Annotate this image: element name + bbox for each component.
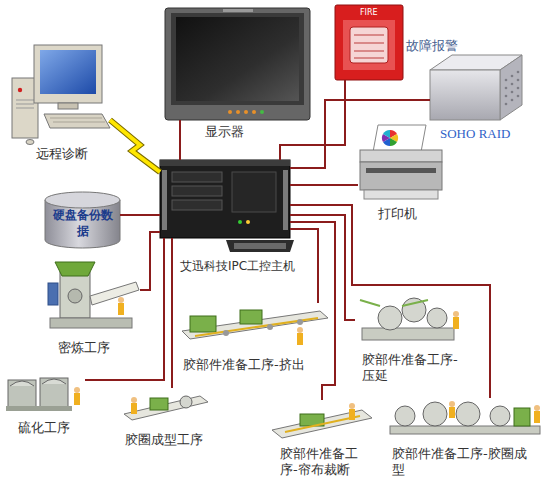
wire: [290, 100, 430, 168]
monitor-device: 显示器: [165, 8, 310, 120]
process-station: 胶部件准备工序-挤出: [180, 303, 330, 351]
disk-cylinder: [45, 192, 120, 248]
process-station: 胶部件准备工序-压延: [355, 292, 467, 347]
backup-disk: 硬盘备份数据: [45, 192, 120, 248]
remote-diagnosis-pc: 远程诊断: [12, 45, 110, 140]
wireless-link: [110, 120, 160, 172]
computer-illustration: [12, 45, 110, 145]
connector-line: [290, 215, 355, 320]
process-station: 胶部件准备工序-帘布裁断: [268, 400, 376, 440]
connector-line: [180, 120, 181, 160]
wire: [171, 238, 173, 388]
device-label: 胶部件准备工序-胶圈成型: [392, 446, 532, 478]
connector-line: [290, 205, 490, 398]
connector-line: [290, 222, 335, 400]
connector-line: [290, 100, 430, 168]
process-station: 硫化工序: [5, 372, 85, 414]
wire: [290, 205, 490, 398]
wire: [290, 184, 358, 186]
wire: [140, 232, 160, 290]
device-label: 密炼工序: [58, 340, 110, 356]
raid-illustration: [430, 55, 522, 120]
bolt-fill: [110, 120, 160, 172]
alarm-illustration: [335, 5, 403, 80]
wire: [290, 222, 335, 400]
printer-illustration: [360, 125, 442, 199]
device-label: 显示器: [205, 124, 244, 140]
device-label: 硬盘备份数据: [53, 207, 113, 239]
calender-scene: [360, 298, 459, 340]
device-label: 胶圈成型工序: [125, 432, 203, 448]
connector-line: [280, 80, 345, 160]
process-station: 密炼工序: [45, 255, 140, 335]
connector-line: [120, 215, 160, 216]
wire: [179, 120, 181, 160]
connector-line: [290, 185, 358, 186]
extrusion-scene: [182, 310, 328, 345]
wire: [85, 238, 164, 380]
process-station: 胶圈成型工序: [122, 388, 212, 426]
ring-forming-scene: [124, 396, 208, 420]
monitor-illustration: [165, 8, 310, 120]
raid-storage: SOHO RAID: [430, 55, 522, 120]
wire: [290, 215, 355, 320]
sign-text: FIRE: [360, 8, 378, 18]
device-label: 艾迅科技IPC工控主机: [180, 258, 295, 274]
process-station: 胶部件准备工序-胶圈成型: [385, 398, 545, 440]
device-label: 胶部件准备工序-挤出: [183, 357, 305, 373]
device-label: 胶部件准备工序-压延: [362, 352, 462, 384]
ipc-host: 艾迅科技IPC工控主机: [160, 160, 290, 238]
connector-line: [85, 238, 164, 380]
wire: [280, 80, 345, 160]
device-label: SOHO RAID: [440, 126, 510, 142]
device-label: 故障报警: [406, 38, 458, 54]
device-label: 硫化工序: [18, 420, 70, 436]
device-label: 胶部件准备工序-帘布裁断: [280, 446, 364, 478]
bolt-outline: [110, 120, 160, 172]
device-label: 远程诊断: [36, 146, 88, 162]
vulcanizing-scene: [6, 378, 80, 411]
device-label: 打印机: [378, 206, 417, 222]
ring-line-scene: [390, 401, 540, 434]
mixing-scene: [48, 262, 139, 328]
printer-device: 打印机: [358, 125, 443, 200]
ipc-host-illustration: [160, 160, 294, 252]
ply-cutting-scene: [272, 403, 372, 438]
connector-line: [172, 238, 173, 388]
connector-line: [140, 232, 160, 290]
wire: [120, 214, 160, 216]
